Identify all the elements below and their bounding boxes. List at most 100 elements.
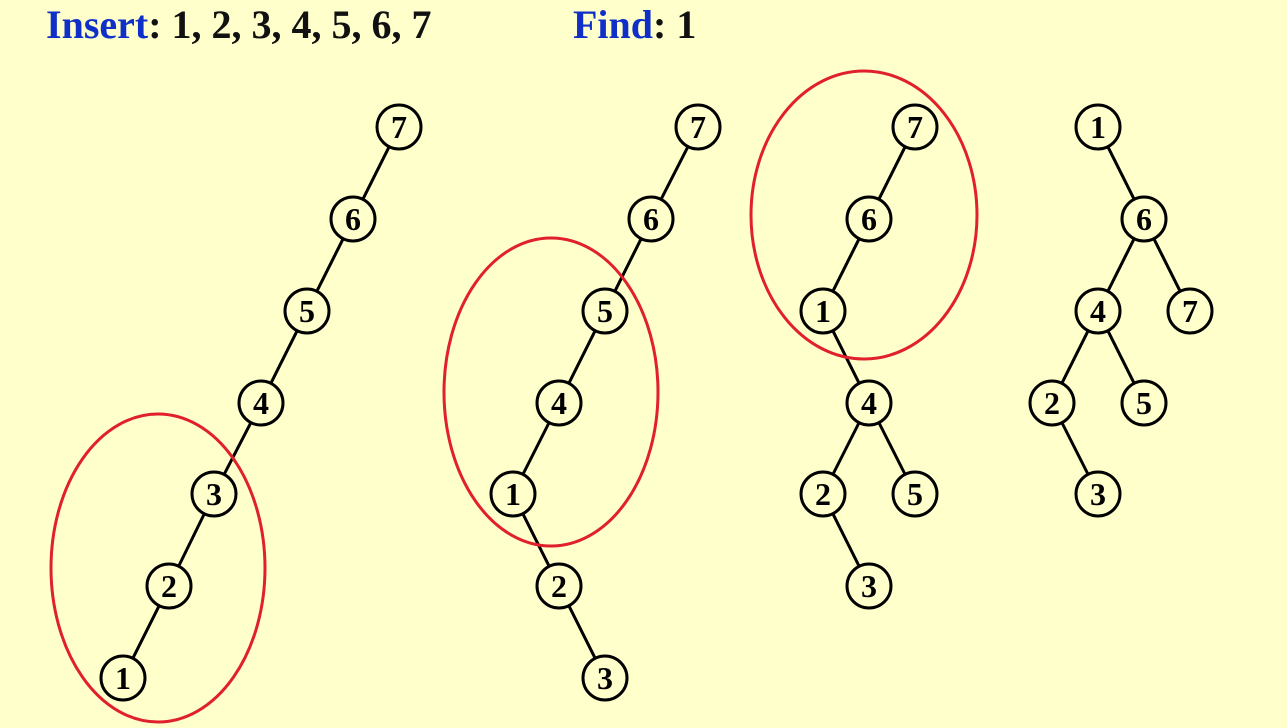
node-circle (1166, 287, 1214, 335)
node-label: 2 (161, 568, 177, 604)
tree-1-node-1: 1 (99, 654, 147, 702)
node-circle (674, 103, 722, 151)
tree-2-node-6: 6 (627, 195, 675, 243)
tree-1-edge-2-1 (131, 605, 161, 659)
tree-2-highlight-ellipse (442, 236, 660, 548)
tree-3-node-7: 7 (891, 103, 939, 151)
tree-2-node-4: 4 (535, 379, 583, 427)
tree-1-node-6: 6 (329, 195, 377, 243)
tree-4-node-5: 5 (1120, 379, 1168, 427)
tree-4-edge-1-6 (1106, 146, 1136, 200)
tree-4-node-6: 6 (1120, 195, 1168, 243)
tree-2-edge-5-4 (567, 330, 597, 384)
node-circle (535, 562, 583, 610)
find-values: : 1 (653, 2, 697, 47)
node-label: 1 (815, 293, 831, 329)
tree-2-node-1: 1 (489, 470, 537, 518)
node-circle (799, 287, 847, 335)
node-circle (581, 287, 629, 335)
tree-3-node-3: 3 (845, 562, 893, 610)
node-circle (627, 195, 675, 243)
node-circle (799, 470, 847, 518)
find-keyword: Find (573, 2, 654, 47)
node-label: 4 (253, 385, 269, 421)
node-circle (891, 470, 939, 518)
node-label: 3 (1090, 476, 1106, 512)
node-label: 6 (1136, 201, 1152, 237)
tree-2-edge-4-1 (521, 421, 551, 476)
tree-3-node-2: 2 (799, 470, 847, 518)
node-circle (145, 562, 193, 610)
find-operation: Find: 1 (573, 1, 696, 49)
edges-layer (131, 145, 1182, 659)
tree-2-node-7: 7 (674, 103, 722, 151)
tree-3-edge-7-6 (877, 146, 907, 200)
node-circle (375, 103, 423, 151)
tree-1-highlight-ellipse (49, 412, 267, 724)
node-label: 3 (206, 476, 222, 512)
tree-4-node-2: 2 (1028, 379, 1076, 427)
node-label: 2 (551, 568, 567, 604)
node-label: 1 (115, 660, 131, 696)
tree-3-edge-2-3 (831, 513, 861, 567)
tree-2-edge-6-5 (613, 238, 643, 292)
tree-1-node-2: 2 (145, 562, 193, 610)
node-label: 7 (1182, 293, 1198, 329)
node-circle (489, 470, 537, 518)
node-circle (1074, 103, 1122, 151)
node-label: 4 (861, 385, 877, 421)
node-circle (845, 379, 893, 427)
node-circle (845, 195, 893, 243)
node-circle (99, 654, 147, 702)
tree-1-edge-4-3 (222, 421, 253, 476)
node-label: 3 (597, 660, 613, 696)
node-label: 4 (1090, 293, 1106, 329)
node-label: 5 (597, 293, 613, 329)
node-circle (329, 195, 377, 243)
node-label: 7 (690, 109, 706, 145)
tree-4-edge-4-5 (1106, 330, 1136, 384)
tree-3-node-6: 6 (845, 195, 893, 243)
node-label: 6 (345, 201, 361, 237)
tree-3-edge-4-5 (877, 421, 907, 476)
node-circle (283, 287, 331, 335)
node-label: 2 (1044, 385, 1060, 421)
node-label: 1 (1090, 109, 1106, 145)
tree-2-edge-2-3 (567, 605, 597, 659)
tree-4-edge-6-7 (1152, 238, 1182, 292)
highlight-layer (49, 69, 979, 724)
tree-4-edge-6-4 (1106, 238, 1136, 292)
tree-1-edge-5-4 (269, 330, 299, 384)
node-circle (581, 654, 629, 702)
tree-2-edge-7-6 (659, 145, 690, 201)
tree-4-node-1: 1 (1074, 103, 1122, 151)
node-circle (1120, 195, 1168, 243)
tree-1-node-4: 4 (237, 379, 285, 427)
node-label: 7 (391, 109, 407, 145)
node-circle (845, 562, 893, 610)
node-label: 3 (861, 568, 877, 604)
node-label: 5 (907, 476, 923, 512)
tree-3-edge-4-2 (831, 421, 861, 476)
tree-2-node-5: 5 (581, 287, 629, 335)
node-label: 6 (643, 201, 659, 237)
node-circle (535, 379, 583, 427)
node-label: 1 (505, 476, 521, 512)
tree-3-highlight-ellipse (749, 69, 979, 361)
insert-values: : 1, 2, 3, 4, 5, 6, 7 (148, 2, 432, 47)
tree-2-node-3: 3 (581, 654, 629, 702)
node-circle (1074, 287, 1122, 335)
tree-1-node-5: 5 (283, 287, 331, 335)
tree-1-node-7: 7 (375, 103, 423, 151)
node-label: 6 (861, 201, 877, 237)
tree-2-node-2: 2 (535, 562, 583, 610)
node-circle (891, 103, 939, 151)
node-circle (237, 379, 285, 427)
node-label: 2 (815, 476, 831, 512)
tree-1-node-3: 3 (190, 470, 238, 518)
node-circle (1028, 379, 1076, 427)
node-circle (190, 470, 238, 518)
node-label: 4 (551, 385, 567, 421)
